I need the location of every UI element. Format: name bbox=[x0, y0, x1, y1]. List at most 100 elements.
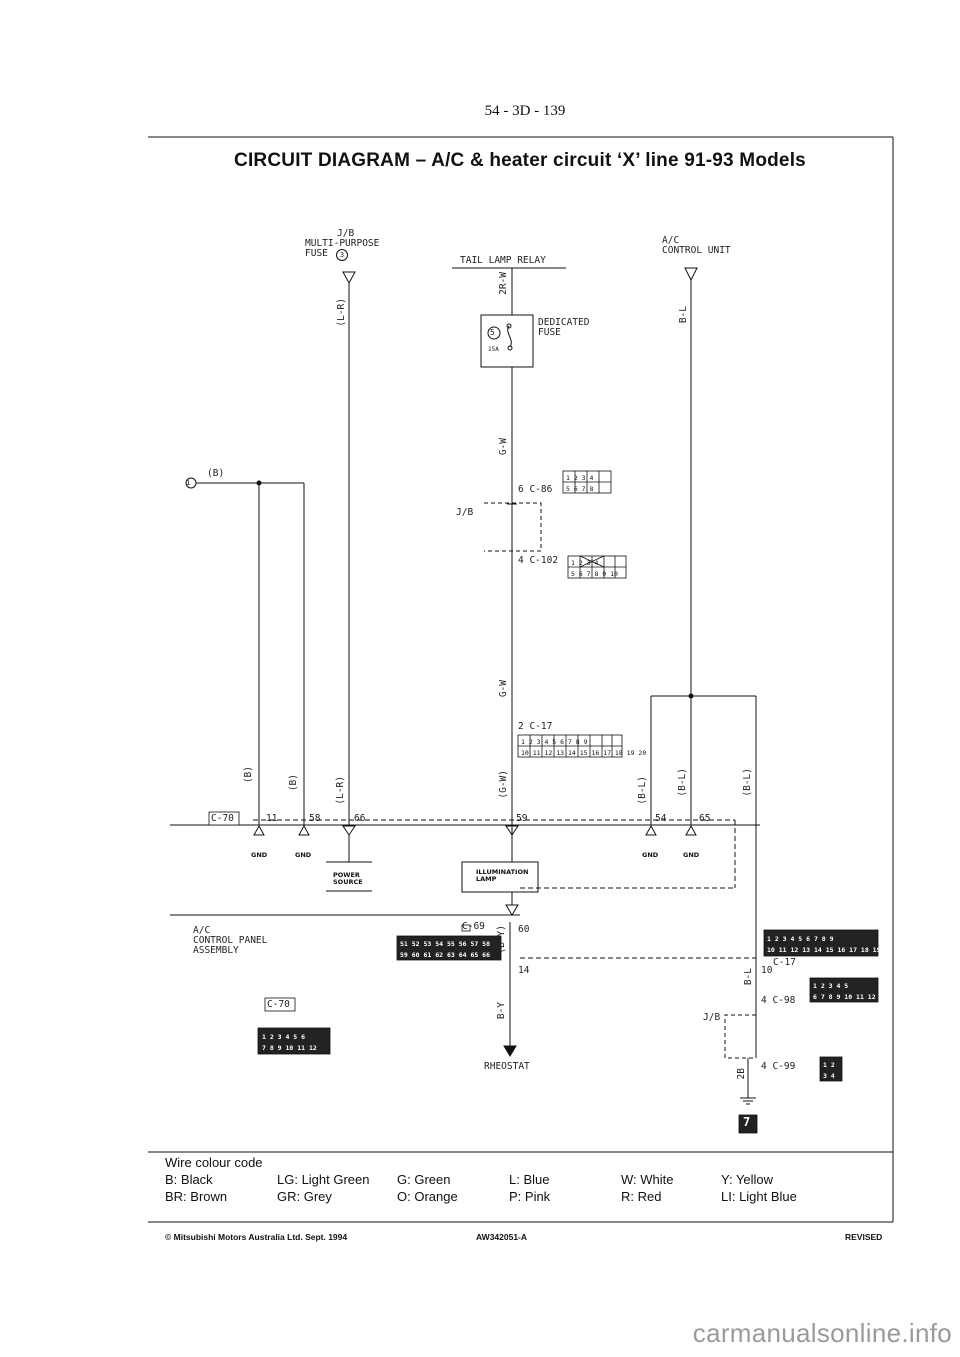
svg-text:1 2 3 4 5 6 7 8 9: 1 2 3 4 5 6 7 8 9 bbox=[767, 935, 834, 943]
page-badge: 7 bbox=[743, 1115, 751, 1129]
gnd-label-3: GND bbox=[642, 851, 659, 859]
pin-54: 54 bbox=[655, 813, 667, 824]
pin-11: 11 bbox=[266, 813, 278, 824]
gnd-label-2: GND bbox=[295, 851, 312, 859]
legend-title: Wire colour code bbox=[165, 1155, 263, 1170]
svg-text:1 2 3 4 5 6: 1 2 3 4 5 6 bbox=[262, 1033, 305, 1041]
wire-b-l-3-label: (B-L) bbox=[742, 768, 753, 797]
watermark: carmanualsonline.info bbox=[692, 1318, 952, 1348]
legend-item: LI: Light Blue bbox=[721, 1189, 797, 1204]
wire-b-1-label: (B) bbox=[243, 766, 254, 784]
wire-b-2-label: (B) bbox=[288, 774, 299, 792]
footer-status: REVISED bbox=[845, 1232, 883, 1242]
svg-text:59 60 61 62 63 64 65 66: 59 60 61 62 63 64 65 66 bbox=[400, 951, 490, 959]
c70-b-label: C-70 bbox=[267, 999, 290, 1010]
illumination-lamp-label-1: ILLUMINATION bbox=[476, 868, 529, 876]
ac-control-panel-label-3: ASSEMBLY bbox=[193, 945, 239, 956]
svg-text:10 11 12 13 14 15 16 17 18 19: 10 11 12 13 14 15 16 17 18 19 20 bbox=[767, 946, 892, 954]
jb-fuse-label-3: FUSE bbox=[305, 248, 328, 259]
c98-connector bbox=[809, 977, 879, 1003]
wire-b-l-right-label: B-L bbox=[743, 968, 754, 986]
dedicated-fuse-label-2: FUSE bbox=[538, 327, 561, 338]
footer-doc-id: AW342051-A bbox=[476, 1232, 528, 1242]
wire-g-w-label-1: G-W bbox=[498, 438, 509, 456]
wire-colour-legend: Wire colour code B: Black LG: Light Gree… bbox=[165, 1154, 821, 1205]
c69-label: C-69 bbox=[462, 921, 485, 932]
wire-g-w-label-2: G-W bbox=[498, 680, 509, 698]
legend-item: Y: Yellow bbox=[721, 1172, 774, 1187]
legend-item: L: Blue bbox=[509, 1172, 550, 1187]
power-source-label-2: SOURCE bbox=[333, 878, 363, 886]
svg-text:51 52 53 54 55 56 57 58: 51 52 53 54 55 56 57 58 bbox=[400, 940, 490, 948]
c102-label: 4 C-102 bbox=[518, 555, 559, 566]
svg-text:3 4: 3 4 bbox=[823, 1072, 835, 1080]
pin-58: 58 bbox=[309, 813, 321, 824]
gnd-label-1: GND bbox=[251, 851, 268, 859]
page-badge-box bbox=[738, 1114, 758, 1134]
c99-connector bbox=[819, 1056, 843, 1082]
pin-14: 14 bbox=[518, 965, 530, 976]
wire-b-l-2-label: (B-L) bbox=[677, 768, 688, 797]
c70-b-tag bbox=[264, 997, 296, 1012]
pin-60: 60 bbox=[518, 924, 530, 935]
jb-fuse-label-1: J/B bbox=[337, 228, 355, 239]
pin-66: 66 bbox=[354, 813, 366, 824]
svg-text:7 8 9 10 11 12: 7 8 9 10 11 12 bbox=[262, 1044, 317, 1052]
pin-59: 59 bbox=[516, 813, 528, 824]
wire-b-y-1-label: (B-Y) bbox=[496, 925, 507, 954]
svg-text:5 6 7 8 9 10: 5 6 7 8 9 10 bbox=[571, 570, 618, 578]
dedicated-fuse-box bbox=[480, 314, 534, 368]
svg-text:1 2 3 4 5: 1 2 3 4 5 bbox=[813, 982, 848, 990]
pin-65: 65 bbox=[699, 813, 711, 824]
legend-item: BR: Brown bbox=[165, 1189, 228, 1204]
jb-mid-label: J/B bbox=[456, 507, 474, 518]
c17-right-connector bbox=[763, 929, 879, 957]
fuse-amp: 15A bbox=[488, 346, 499, 353]
gnd-label-4: GND bbox=[683, 851, 700, 859]
wire-b-left-label: (B) bbox=[207, 468, 225, 479]
c17-top-label: 2 C-17 bbox=[518, 721, 553, 732]
ac-control-panel-label-2: CONTROL PANEL bbox=[193, 935, 268, 946]
power-source-label-1: POWER bbox=[333, 871, 360, 879]
wire-g-w-low-label: (G-W) bbox=[498, 770, 509, 799]
wire-b-y-2-label: B-Y bbox=[496, 1002, 507, 1020]
wire-2r-w-label: 2R-W bbox=[498, 272, 509, 295]
c70-connector bbox=[257, 1027, 331, 1055]
page-title: CIRCUIT DIAGRAM – A/C & heater circuit ‘… bbox=[234, 150, 806, 171]
rheostat-label: RHEOSTAT bbox=[484, 1061, 530, 1072]
legend-item: GR: Grey bbox=[277, 1189, 332, 1204]
page-number: 54 - 3D - 139 bbox=[484, 103, 566, 119]
c17-right-label: C-17 bbox=[773, 957, 796, 968]
svg-text:1 2 3 4 5 6 7 8 9: 1 2 3 4 5 6 7 8 9 bbox=[521, 738, 588, 746]
illumination-lamp-label-2: LAMP bbox=[476, 875, 497, 883]
c69-connector bbox=[396, 935, 502, 961]
legend-item: B: Black bbox=[165, 1172, 213, 1187]
svg-text:1 2 3 4: 1 2 3 4 bbox=[571, 559, 598, 567]
jb-right-label: J/B bbox=[703, 1012, 721, 1023]
c70-label: C-70 bbox=[211, 813, 234, 824]
ac-control-panel-label-1: A/C bbox=[193, 925, 211, 936]
wire-2b-label: 2B bbox=[736, 1068, 747, 1080]
c86-label: 6 C-86 bbox=[518, 484, 553, 495]
wire-b-l-top-label: B-L bbox=[678, 306, 689, 324]
svg-text:6 7 8 9 10 11 12: 6 7 8 9 10 11 12 bbox=[813, 993, 876, 1001]
fuse-number: 5 bbox=[490, 328, 495, 337]
ac-control-unit-label-1: A/C bbox=[662, 235, 680, 246]
fuse-3-number: 3 bbox=[336, 249, 348, 261]
legend-item: R: Red bbox=[621, 1189, 662, 1204]
ground-1-label: 1 bbox=[186, 479, 191, 487]
wire-b-l-1-label: (B-L) bbox=[637, 776, 648, 805]
jb-fuse-label-2: MULTI-PURPOSE bbox=[305, 238, 380, 249]
pin-10: 10 bbox=[761, 965, 773, 976]
c70-tag bbox=[208, 811, 240, 826]
jb-mid-box bbox=[484, 502, 542, 552]
legend-item: W: White bbox=[621, 1172, 674, 1187]
wire-l-r-top-label: (L-R) bbox=[336, 298, 347, 327]
svg-text:10 11 12 13 14 15 16 17 18 19: 10 11 12 13 14 15 16 17 18 19 20 bbox=[521, 749, 646, 757]
control-unit-terminal bbox=[684, 267, 698, 282]
legend-item: O: Orange bbox=[397, 1189, 458, 1204]
illumination-lamp-box bbox=[461, 861, 539, 893]
jb-right-box bbox=[724, 1014, 756, 1059]
wire-l-r-low-label: (L-R) bbox=[335, 776, 346, 805]
